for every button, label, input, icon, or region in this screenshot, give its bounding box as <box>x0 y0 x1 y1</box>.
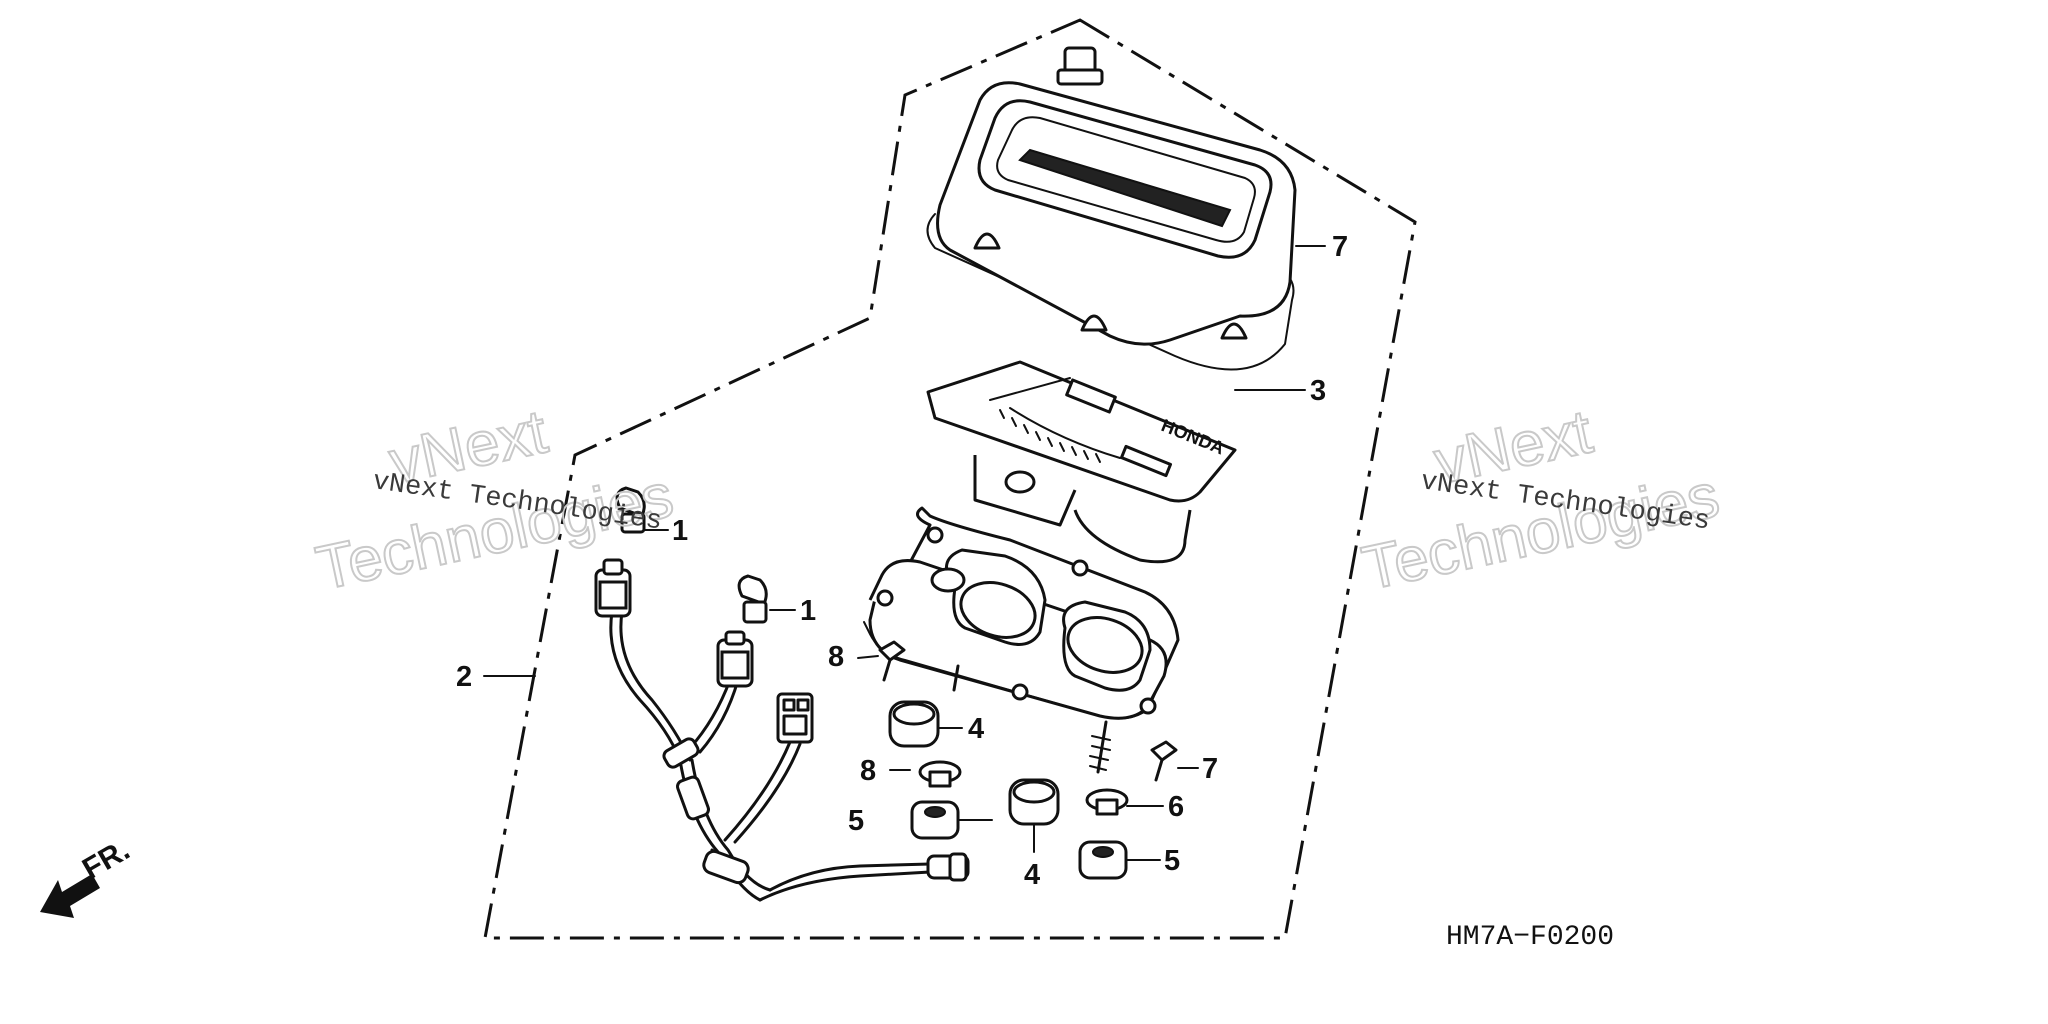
face-plate-part: HONDA <box>926 360 1237 564</box>
screw-part <box>878 640 1178 782</box>
watermark-right: vNext Technologies vNext Technologies <box>1356 396 1726 604</box>
rubber-mount-part <box>910 800 1128 880</box>
meter-case-part <box>926 46 1297 371</box>
callout-labels: 7 3 2 1 1 8 4 8 5 7 6 5 4 <box>456 231 1348 891</box>
callout-4-upper: 4 <box>968 713 984 745</box>
diagram-code: HM7A−F0200 <box>1446 922 1614 953</box>
callout-7-right: 7 <box>1202 753 1218 785</box>
callout-6: 7 <box>1332 231 1348 263</box>
meter-housing-part <box>863 506 1180 774</box>
callout-2: 2 <box>456 661 472 693</box>
front-arrow-icon <box>40 874 100 918</box>
callout-5-right: 5 <box>1164 845 1180 877</box>
assembly-boundary <box>483 18 1417 940</box>
leader-lines <box>483 245 1326 861</box>
bulb-part <box>615 486 768 624</box>
callout-8-left: 8 <box>860 755 876 787</box>
watermark-right-line2: Technologies <box>1357 461 1725 604</box>
callout-3: 3 <box>1310 375 1326 407</box>
wire-harness-part <box>594 558 970 902</box>
front-direction-marker: FR. <box>40 833 135 918</box>
grommet-part <box>888 700 1060 826</box>
collar-part <box>918 760 1129 816</box>
callout-4-lower: 4 <box>1024 859 1040 891</box>
callout-1-lower: 1 <box>800 595 816 627</box>
callout-5-left: 5 <box>848 805 864 837</box>
callout-1-upper: 1 <box>672 515 688 547</box>
callout-8-right: 6 <box>1168 791 1184 823</box>
callout-7-left: 8 <box>828 641 844 673</box>
